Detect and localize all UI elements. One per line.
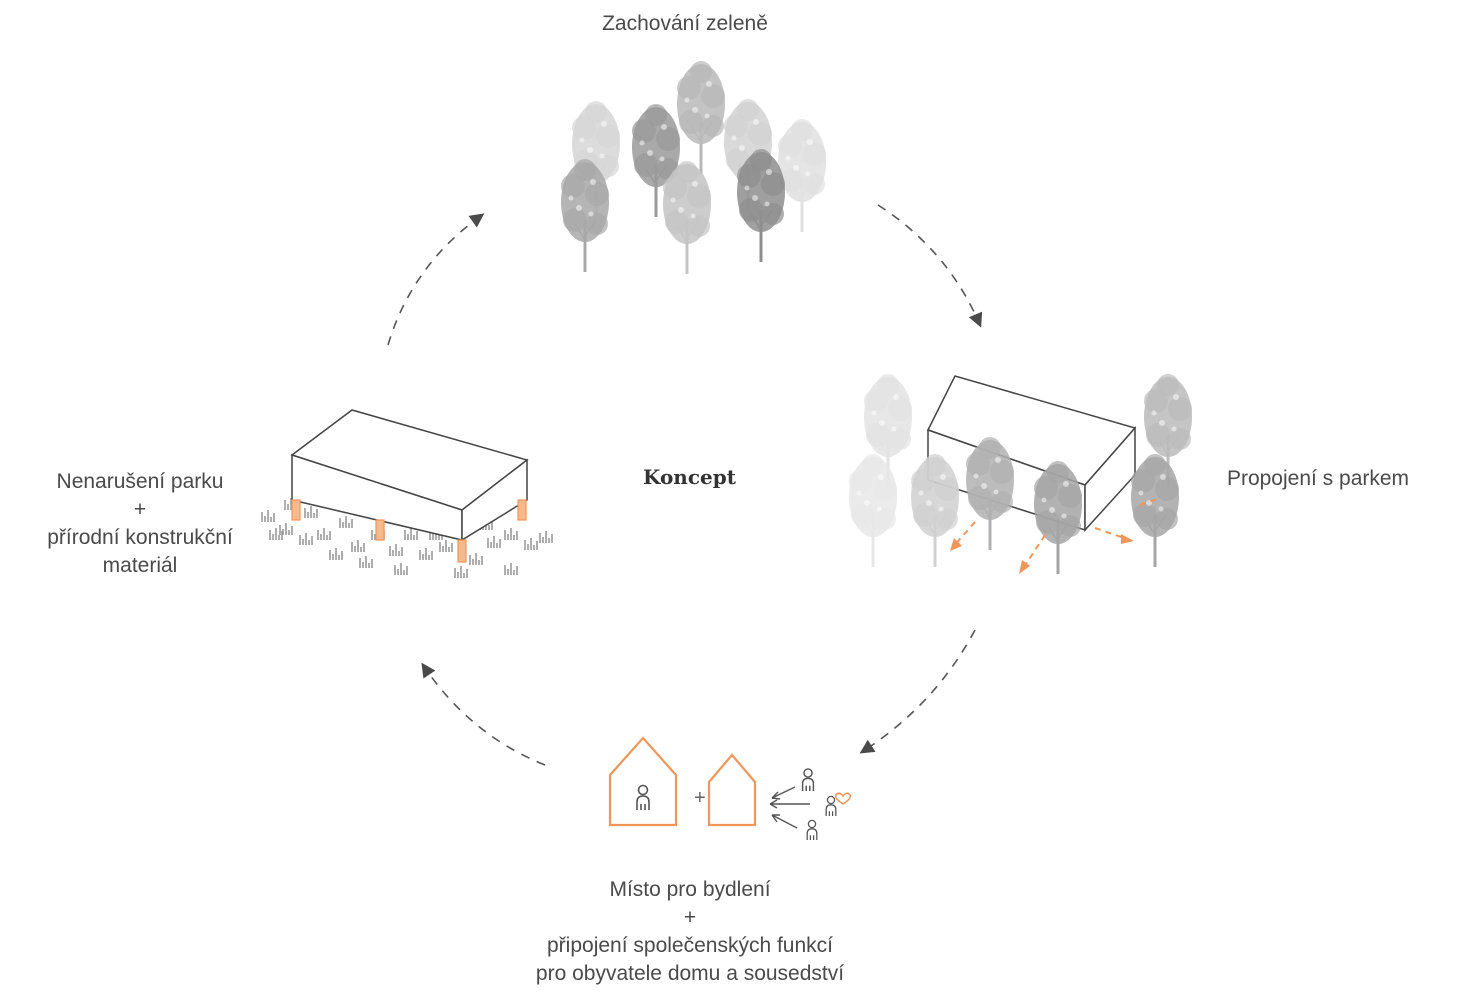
person-icon <box>636 784 650 811</box>
tree-icon <box>735 147 787 264</box>
raised-building <box>261 409 553 579</box>
housing-icons: + <box>608 736 852 841</box>
incoming-arrows <box>769 786 810 829</box>
cycle-arrows <box>387 204 983 766</box>
greenery-title: Zachování zeleně <box>602 12 768 35</box>
tree-icon <box>559 157 611 274</box>
house-outline-icon <box>707 753 757 827</box>
tree-icon <box>776 117 828 234</box>
tree-icon <box>675 59 727 176</box>
wooden-pillars <box>291 499 527 563</box>
person-icon <box>825 795 837 817</box>
housing-title: Místo pro bydlení + připojení společensk… <box>480 876 900 988</box>
arrow-park-to-housing <box>859 629 976 754</box>
tree-icon <box>1129 452 1181 569</box>
housing-line2: připojení společenských funkcí <box>547 934 833 957</box>
tree-icon <box>847 452 899 569</box>
plus-sign: + <box>694 787 706 809</box>
tree-icon <box>1032 459 1084 576</box>
concept-label: Koncept <box>643 465 736 489</box>
building-in-park <box>847 372 1194 576</box>
building-block-icon <box>926 375 1137 532</box>
park-preservation-title: Nenarušení parku + přírodní konstrukční … <box>20 468 260 580</box>
housing-plus: + <box>683 906 697 929</box>
arrow-greenery-to-park <box>877 204 983 328</box>
person-icon <box>801 768 815 792</box>
park-preservation-line1: Nenarušení parku <box>56 470 224 493</box>
tree-icon <box>661 159 713 276</box>
heart-icon <box>834 792 852 805</box>
house-outline-icon <box>608 736 678 827</box>
park-preservation-line3: materiál <box>102 554 178 577</box>
arrow-preservation-to-greenery <box>387 213 485 346</box>
tree-icon <box>964 435 1016 552</box>
park-connection-title: Propojení s parkem <box>1226 467 1410 490</box>
building-block-icon <box>290 409 529 542</box>
tree-cluster <box>559 59 828 276</box>
arrow-housing-to-preservation <box>421 662 546 766</box>
park-preservation-plus: + <box>133 498 147 521</box>
housing-line3: pro obyvatele domu a sousedství <box>535 962 845 985</box>
person-icon <box>806 819 818 841</box>
park-preservation-line2: přírodní konstrukční <box>47 526 233 549</box>
housing-line1: Místo pro bydlení <box>609 878 771 901</box>
